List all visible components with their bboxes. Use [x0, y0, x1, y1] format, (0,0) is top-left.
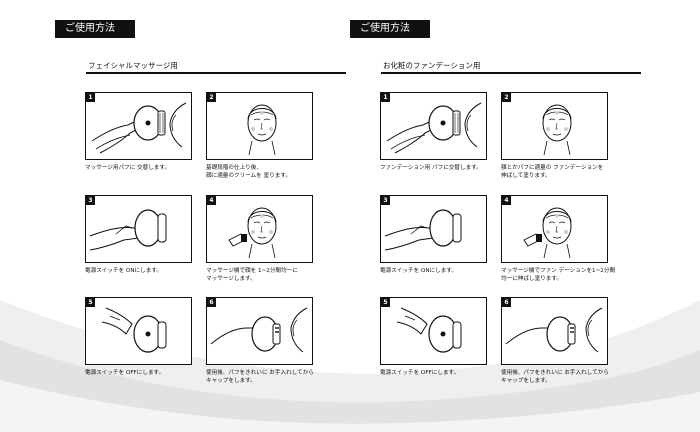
caption-line: 均一に伸ばし塗ります。	[501, 276, 562, 282]
caption-line: 伸ばして塗ります。	[501, 173, 551, 179]
step-panel: 3	[85, 195, 192, 263]
section-divider	[86, 72, 346, 74]
step-number: 2	[207, 93, 216, 102]
step-number: 1	[86, 93, 95, 102]
step-panel: 6	[501, 297, 608, 365]
hand-device-illustration	[101, 307, 167, 353]
hand-device-illustration	[396, 307, 462, 353]
right-column: ご使用方法 お化粧のファンデーション用 1 ファンデーション用 パフに交替します。…	[345, 0, 645, 432]
caption-line: 電源スイッチを OFFにします。	[85, 370, 165, 376]
step-panel: 5	[380, 297, 487, 365]
step-caption: 基礎段階の仕上り後、顔に適量のクリームを 塗ります。	[206, 164, 326, 180]
step-number: 5	[86, 298, 95, 307]
face-illustration	[542, 104, 572, 156]
face-illustration	[247, 104, 277, 156]
step-caption: 使用後、パフをきれいに お手入れしてからキャップをします。	[206, 369, 326, 385]
step-number: 3	[381, 196, 390, 205]
caption-line: 使用後、パフをきれいに お手入れしてから	[206, 370, 314, 376]
hand-device-illustration	[505, 307, 603, 353]
step-caption: マッサージ用パフに 交替します。	[85, 164, 205, 172]
hand-device-illustration	[386, 102, 482, 154]
hand-device-illustration	[384, 209, 462, 251]
step-caption: 電源スイッチを OFFにします。	[380, 369, 500, 377]
caption-line: マッサージ機で顔を 1~2分間均一に	[206, 268, 298, 274]
section-divider	[381, 72, 641, 74]
step-caption: マッサージ機でファン デーションを1~2分間均一に伸ばし塗ります。	[501, 267, 621, 283]
caption-line: 電源スイッチを ONにします。	[380, 268, 457, 274]
caption-line: 電源スイッチを OFFにします。	[380, 370, 460, 376]
caption-line: キャップをします。	[206, 378, 256, 384]
step-panel: 1	[380, 92, 487, 160]
step-number: 1	[381, 93, 390, 102]
face-illustration	[523, 207, 572, 259]
step-caption: ファンデーション用 パフに交替します。	[380, 164, 500, 172]
step-caption: 使用後、パフをきれいに お手入れしてからキャップをします。	[501, 369, 621, 385]
face-illustration	[228, 207, 277, 259]
section-subtitle: お化粧のファンデーション用	[383, 61, 481, 70]
step-caption: マッサージ機で顔を 1~2分間均一にマッサージします。	[206, 267, 326, 283]
caption-line: マッサージ用パフに 交替します。	[85, 165, 171, 171]
step-caption: 電源スイッチを OFFにします。	[85, 369, 205, 377]
step-number: 6	[207, 298, 216, 307]
step-panel: 5	[85, 297, 192, 365]
caption-line: 電源スイッチを ONにします。	[85, 268, 162, 274]
step-panel: 2	[501, 92, 608, 160]
hand-device-illustration	[210, 307, 308, 353]
step-caption: 電源スイッチを ONにします。	[85, 267, 205, 275]
step-caption: 電源スイッチを ONにします。	[380, 267, 500, 275]
step-number: 4	[502, 196, 511, 205]
step-number: 4	[207, 196, 216, 205]
hand-device-illustration	[89, 209, 167, 251]
caption-line: マッサージ機でファン デーションを1~2分間	[501, 268, 616, 274]
step-number: 2	[502, 93, 511, 102]
left-column: ご使用方法 フェイシャルマッサージ用 1 マッサージ用パフに 交替します。 2 基礎段…	[50, 0, 350, 432]
step-panel: 2	[206, 92, 313, 160]
caption-line: 額とかパフに適量の ファンデーションを	[501, 165, 604, 171]
step-panel: 4	[206, 195, 313, 263]
caption-line: ファンデーション用 パフに交替します。	[380, 165, 482, 171]
step-number: 5	[381, 298, 390, 307]
step-panel: 6	[206, 297, 313, 365]
caption-line: 使用後、パフをきれいに お手入れしてから	[501, 370, 609, 376]
caption-line: 基礎段階の仕上り後、	[206, 165, 262, 171]
caption-line: キャップをします。	[501, 378, 551, 384]
step-caption: 額とかパフに適量の ファンデーションを伸ばして塗ります。	[501, 164, 621, 180]
step-number: 3	[86, 196, 95, 205]
page-title: ご使用方法	[55, 20, 135, 38]
caption-line: 顔に適量のクリームを 塗ります。	[206, 173, 291, 179]
caption-line: マッサージします。	[206, 276, 256, 282]
hand-device-illustration	[91, 102, 187, 154]
step-panel: 4	[501, 195, 608, 263]
step-panel: 3	[380, 195, 487, 263]
page-title: ご使用方法	[350, 20, 430, 38]
step-number: 6	[502, 298, 511, 307]
section-subtitle: フェイシャルマッサージ用	[88, 61, 178, 70]
step-panel: 1	[85, 92, 192, 160]
